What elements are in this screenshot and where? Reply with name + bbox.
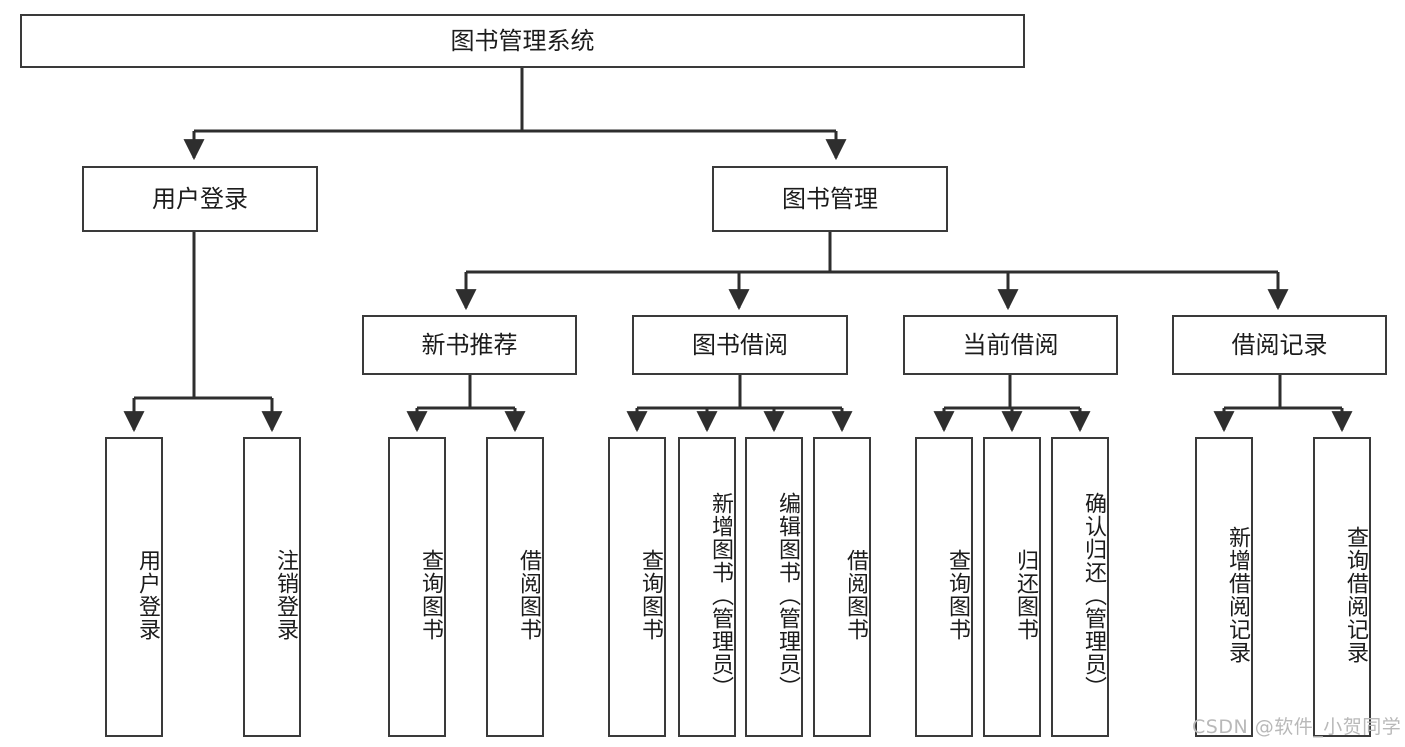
node-leaf-query-borrow-record[interactable]: 查询借阅记录 xyxy=(1313,437,1371,737)
node-book-borrow-label: 图书借阅 xyxy=(692,330,788,359)
node-root[interactable]: 图书管理系统 xyxy=(20,14,1025,68)
node-leaf-query-book-recommend[interactable]: 查询图书 xyxy=(388,437,446,737)
node-leaf-user-login[interactable]: 用户登录 xyxy=(105,437,163,737)
node-root-label: 图书管理系统 xyxy=(450,26,595,55)
node-leaf-borrow-book-recommend[interactable]: 借阅图书 xyxy=(486,437,544,737)
node-leaf-logout-label: 注销登录 xyxy=(273,549,298,641)
node-leaf-query-borrow-record-label: 查询借阅记录 xyxy=(1343,526,1368,664)
node-leaf-add-book-admin-label: 新增图书（管理员） xyxy=(708,491,733,699)
node-leaf-borrow-book[interactable]: 借阅图书 xyxy=(813,437,871,737)
csdn-watermark: CSDN @软件_小贺同学 xyxy=(1192,716,1402,738)
node-book-management[interactable]: 图书管理 xyxy=(712,166,948,232)
node-leaf-borrow-book-label: 借阅图书 xyxy=(843,549,868,641)
node-book-borrow[interactable]: 图书借阅 xyxy=(632,315,848,375)
node-leaf-return-book-label: 归还图书 xyxy=(1013,549,1038,641)
node-user-login[interactable]: 用户登录 xyxy=(82,166,318,232)
node-leaf-add-borrow-record-label: 新增借阅记录 xyxy=(1225,526,1250,664)
node-leaf-user-login-label: 用户登录 xyxy=(135,549,160,641)
node-leaf-edit-book-admin[interactable]: 编辑图书（管理员） xyxy=(745,437,803,737)
node-leaf-query-book-current-label: 查询图书 xyxy=(945,549,970,641)
node-current-borrow-label: 当前借阅 xyxy=(962,330,1059,359)
node-leaf-return-book[interactable]: 归还图书 xyxy=(983,437,1041,737)
node-leaf-query-book-borrow-label: 查询图书 xyxy=(638,549,663,641)
node-current-borrow[interactable]: 当前借阅 xyxy=(903,315,1118,375)
node-leaf-confirm-return-admin[interactable]: 确认归还（管理员） xyxy=(1051,437,1109,737)
node-leaf-query-book-current[interactable]: 查询图书 xyxy=(915,437,973,737)
node-borrow-records-label: 借阅记录 xyxy=(1231,330,1328,359)
node-leaf-add-book-admin[interactable]: 新增图书（管理员） xyxy=(678,437,736,737)
node-user-login-label: 用户登录 xyxy=(152,184,248,213)
node-leaf-confirm-return-admin-label: 确认归还（管理员） xyxy=(1081,491,1106,699)
node-leaf-logout[interactable]: 注销登录 xyxy=(243,437,301,737)
node-book-management-label: 图书管理 xyxy=(782,184,878,213)
node-leaf-edit-book-admin-label: 编辑图书（管理员） xyxy=(775,491,800,699)
node-leaf-borrow-book-recommend-label: 借阅图书 xyxy=(516,549,541,641)
node-leaf-add-borrow-record[interactable]: 新增借阅记录 xyxy=(1195,437,1253,737)
node-new-book-recommend[interactable]: 新书推荐 xyxy=(362,315,577,375)
node-leaf-query-book-recommend-label: 查询图书 xyxy=(418,549,443,641)
node-borrow-records[interactable]: 借阅记录 xyxy=(1172,315,1387,375)
node-new-book-recommend-label: 新书推荐 xyxy=(421,330,518,359)
node-leaf-query-book-borrow[interactable]: 查询图书 xyxy=(608,437,666,737)
